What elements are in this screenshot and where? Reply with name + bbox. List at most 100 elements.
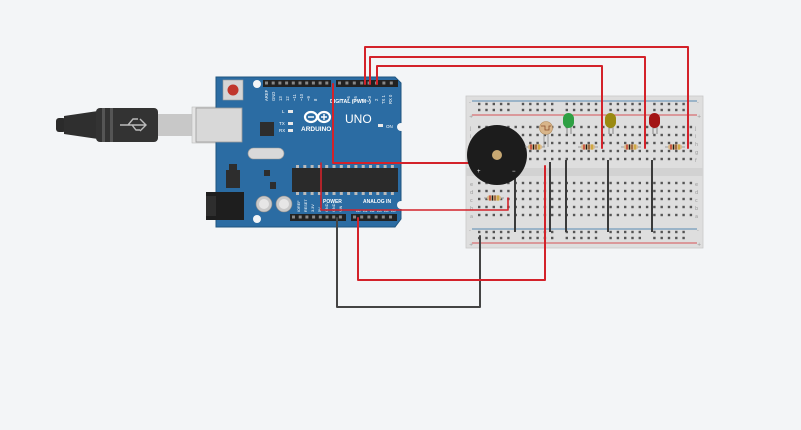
header-pin[interactable]	[298, 81, 302, 85]
breadboard-hole[interactable]	[660, 205, 663, 209]
breadboard-hole[interactable]	[689, 181, 693, 185]
rail-hole[interactable]	[609, 108, 612, 112]
rail-hole[interactable]	[478, 230, 481, 234]
breadboard-hole[interactable]	[638, 213, 641, 217]
breadboard-hole[interactable]	[521, 181, 525, 185]
rail-hole[interactable]	[609, 230, 612, 234]
rail-hole[interactable]	[492, 230, 495, 234]
rail-hole[interactable]	[653, 102, 656, 106]
rail-hole[interactable]	[638, 102, 641, 106]
breadboard-hole[interactable]	[485, 205, 488, 209]
breadboard-hole[interactable]	[609, 141, 612, 145]
breadboard-hole[interactable]	[536, 133, 539, 137]
breadboard-hole[interactable]	[624, 213, 627, 217]
header-pin[interactable]	[360, 81, 364, 85]
breadboard-hole[interactable]	[631, 141, 634, 145]
resistor[interactable]	[621, 144, 641, 150]
rail-hole[interactable]	[609, 102, 612, 106]
rail-hole[interactable]	[529, 230, 532, 234]
header-pin[interactable]	[338, 215, 342, 219]
breadboard-hole[interactable]	[609, 157, 612, 161]
breadboard-hole[interactable]	[594, 197, 598, 201]
breadboard-hole[interactable]	[521, 189, 525, 193]
breadboard-hole[interactable]	[689, 205, 693, 209]
rail-hole[interactable]	[572, 236, 576, 240]
rail-hole[interactable]	[631, 230, 634, 234]
header-pin[interactable]	[352, 81, 356, 85]
breadboard-hole[interactable]	[602, 125, 605, 129]
breadboard-hole[interactable]	[521, 205, 525, 209]
breadboard-hole[interactable]	[689, 125, 693, 129]
breadboard-hole[interactable]	[660, 197, 663, 201]
rail-hole[interactable]	[675, 108, 678, 112]
rail-hole[interactable]	[551, 236, 554, 240]
rail-hole[interactable]	[616, 230, 620, 234]
header-pin[interactable]	[338, 81, 341, 85]
breadboard-hole[interactable]	[653, 213, 656, 217]
breadboard-hole[interactable]	[645, 149, 649, 153]
breadboard-hole[interactable]	[543, 133, 547, 137]
breadboard-hole[interactable]	[551, 149, 554, 153]
arduino-uno-board[interactable]: AREF GND 13 12 ~11 ~10 ~9 8 7 ~6 ~5 4 ~3…	[195, 76, 405, 228]
breadboard-hole[interactable]	[653, 149, 656, 153]
breadboard-hole[interactable]	[660, 189, 663, 193]
rail-hole[interactable]	[492, 102, 495, 106]
breadboard-hole[interactable]	[558, 149, 561, 153]
header-pin[interactable]	[325, 81, 329, 85]
breadboard-hole[interactable]	[565, 141, 568, 145]
rail-hole[interactable]	[660, 102, 663, 106]
breadboard-hole[interactable]	[653, 181, 656, 185]
rail-hole[interactable]	[521, 236, 525, 240]
rail-hole[interactable]	[507, 102, 510, 106]
header-pin[interactable]	[367, 215, 371, 219]
breadboard-hole[interactable]	[616, 205, 620, 209]
breadboard-hole[interactable]	[675, 157, 678, 161]
breadboard-hole[interactable]	[689, 197, 693, 201]
rail-hole[interactable]	[638, 230, 641, 234]
breadboard-hole[interactable]	[653, 157, 656, 161]
breadboard-hole[interactable]	[667, 181, 671, 185]
breadboard-hole[interactable]	[660, 133, 663, 137]
rail-hole[interactable]	[624, 108, 627, 112]
breadboard-hole[interactable]	[492, 205, 495, 209]
breadboard-hole[interactable]	[667, 149, 671, 153]
piezo-buzzer[interactable]: + −	[467, 125, 527, 185]
breadboard-hole[interactable]	[682, 189, 685, 193]
rail-hole[interactable]	[485, 108, 488, 112]
breadboard-hole[interactable]	[645, 189, 649, 193]
breadboard-hole[interactable]	[499, 189, 503, 193]
breadboard-hole[interactable]	[572, 213, 576, 217]
breadboard-hole[interactable]	[558, 133, 561, 137]
breadboard-hole[interactable]	[594, 189, 598, 193]
photoresistor[interactable]	[539, 121, 553, 148]
breadboard-hole[interactable]	[587, 125, 590, 129]
led-red[interactable]	[649, 113, 660, 134]
breadboard-hole[interactable]	[609, 189, 612, 193]
breadboard-hole[interactable]	[645, 157, 649, 161]
breadboard-hole[interactable]	[580, 205, 583, 209]
breadboard-hole[interactable]	[572, 141, 576, 145]
breadboard-hole[interactable]	[602, 181, 605, 185]
rail-hole[interactable]	[507, 236, 510, 240]
breadboard-hole[interactable]	[565, 157, 568, 161]
breadboard-hole[interactable]	[580, 213, 583, 217]
breadboard-hole[interactable]	[478, 181, 481, 185]
breadboard-hole[interactable]	[645, 197, 649, 201]
breadboard-hole[interactable]	[602, 157, 605, 161]
rail-hole[interactable]	[587, 230, 590, 234]
breadboard-hole[interactable]	[602, 189, 605, 193]
header-pin[interactable]	[318, 215, 322, 219]
header-pin[interactable]	[278, 81, 282, 85]
breadboard-hole[interactable]	[631, 181, 634, 185]
header-pin[interactable]	[285, 81, 289, 85]
rail-hole[interactable]	[667, 236, 671, 240]
rail-hole[interactable]	[478, 102, 481, 106]
rail-hole[interactable]	[565, 236, 568, 240]
breadboard-hole[interactable]	[689, 141, 693, 145]
breadboard-hole[interactable]	[565, 149, 568, 153]
breadboard-hole[interactable]	[682, 157, 685, 161]
rail-hole[interactable]	[507, 230, 510, 234]
breadboard-hole[interactable]	[660, 157, 663, 161]
breadboard-hole[interactable]	[616, 133, 620, 137]
rail-hole[interactable]	[675, 236, 678, 240]
